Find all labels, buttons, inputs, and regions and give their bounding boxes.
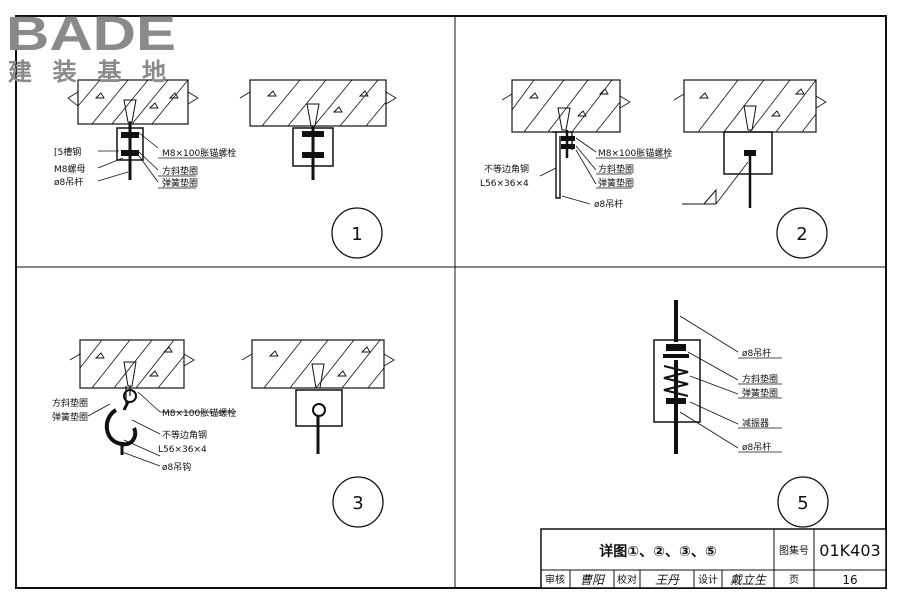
- p2-label-anchor-bolt: M8×100胀锚螺栓: [598, 147, 672, 159]
- p2-detail-circle: [776, 207, 828, 259]
- p3-detail-number: 3: [352, 493, 363, 514]
- p2-hanger-left: [552, 107, 575, 199]
- p1-label-anchor-bolt: M8×100胀锚螺栓: [162, 147, 236, 159]
- page-label: 页: [789, 574, 799, 586]
- check-signature: 王丹: [655, 573, 680, 587]
- p3-label-angle-size: L56×36×4: [158, 445, 207, 455]
- p5-label-square-washer: 方斜垫圈: [742, 373, 778, 385]
- p2-detail-number: 2: [796, 224, 807, 245]
- p1-hanger-left: [116, 99, 144, 180]
- p2-label-square-washer: 方斜垫圈: [598, 163, 634, 175]
- p1-label-square-washer: 方斜垫圈: [162, 165, 198, 177]
- p1-label-channel: [5槽钢: [54, 146, 81, 158]
- p2-slab-left: [501, 79, 631, 133]
- design-signature: 戴立生: [730, 573, 767, 587]
- p2-hanger-right: [682, 105, 773, 208]
- p5-detail-number: 5: [797, 493, 808, 514]
- atlas-number-label: 图集号: [779, 544, 809, 557]
- p5-label-rod-top: ø8吊杆: [742, 347, 771, 359]
- p2-label-rod: ø8吊杆: [594, 198, 623, 210]
- p1-hanger-right: [292, 103, 334, 180]
- p1-label-rod: ø8吊杆: [54, 176, 83, 188]
- sheet-border: [15, 15, 887, 589]
- p2-label-angle: 不等边角钢: [484, 163, 529, 175]
- p1-detail-number: 1: [351, 224, 362, 245]
- sheet-title: 详图①、②、③、⑤: [599, 543, 716, 560]
- p3-label-spring-washer: 弹簧垫圈: [52, 411, 88, 423]
- page-number: 16: [842, 573, 857, 587]
- p1-label-spring-washer: 弹簧垫圈: [162, 177, 198, 189]
- p3-label-square-washer: 方斜垫圈: [52, 397, 88, 409]
- p3-leaders: [87, 391, 236, 467]
- title-block: 详图①、②、③、⑤ 图集号 01K403 审核 曹阳 校对 王丹 设计 戴立生 …: [540, 528, 887, 589]
- p3-label-angle: 不等边角钢: [162, 429, 207, 441]
- p2-leaders: [539, 137, 668, 205]
- p3-detail-circle: [332, 476, 384, 528]
- p1-slab-right: [239, 79, 397, 127]
- logo-chinese-text: 建装基地: [8, 58, 166, 86]
- p5-label-spring-washer: 弹簧垫圈: [742, 387, 778, 399]
- p2-label-spring-washer: 弹簧垫圈: [598, 177, 634, 189]
- p5-leaders: [679, 315, 782, 453]
- p1-leaders: [97, 131, 222, 189]
- p3-hanger-left: [105, 361, 138, 455]
- panel-1: [5槽钢 M8×100胀锚螺栓 M8螺母 方斜垫圈 ø8吊杆 弹簧垫圈 1: [54, 79, 397, 259]
- panel-3: 方斜垫圈 弹簧垫圈 M8×100胀锚螺栓 不等边角钢 L56×36×4 ø8吊钩…: [52, 339, 395, 528]
- design-label: 设计: [698, 573, 718, 586]
- p1-detail-circle: [331, 207, 383, 259]
- panel-5: ø8吊杆 方斜垫圈 弹簧垫圈 减振器 ø8吊杆 5: [653, 300, 829, 528]
- bade-logo: BADE 建装基地: [6, 8, 176, 86]
- p5-label-damper: 减振器: [742, 417, 769, 429]
- p1-label-nut: M8螺母: [54, 164, 86, 175]
- panel-2: 不等边角钢 L56×36×4 M8×100胀锚螺栓 方斜垫圈 弹簧垫圈 ø8吊杆…: [480, 79, 828, 259]
- p1-slab-left: [67, 79, 199, 125]
- atlas-number: 01K403: [819, 541, 880, 560]
- p3-label-hook: ø8吊钩: [162, 461, 191, 473]
- logo-latin-text: BADE: [6, 8, 176, 61]
- review-label: 审核: [545, 573, 565, 586]
- p5-detail-circle: [777, 476, 829, 528]
- p3-hanger-right: [295, 363, 343, 454]
- p2-label-angle-size: L56×36×4: [480, 179, 529, 189]
- review-signature: 曹阳: [580, 573, 606, 587]
- p5-label-rod-bottom: ø8吊杆: [742, 441, 771, 453]
- p3-slab-left: [69, 339, 195, 389]
- p3-label-anchor-bolt: M8×100胀锚螺栓: [162, 407, 236, 419]
- p5-damper-assembly: [653, 300, 701, 454]
- check-label: 校对: [617, 573, 637, 586]
